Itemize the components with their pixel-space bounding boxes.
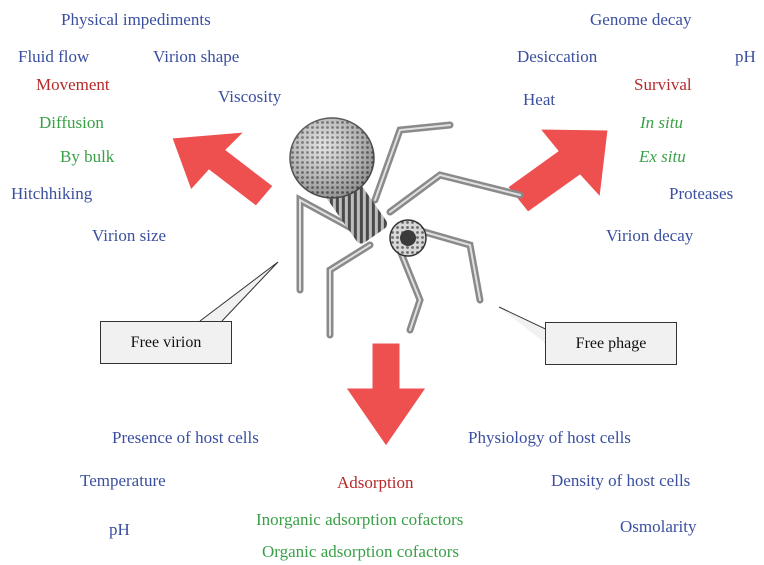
physical-impediments-label: Physical impediments [61, 11, 211, 28]
survival-arrow-shape [508, 129, 608, 212]
genome-decay-label: Genome decay [590, 11, 691, 28]
virion-size-label: Virion size [92, 227, 166, 244]
heat-label: Heat [523, 91, 555, 108]
bacteriophage-icon [290, 118, 520, 335]
adsorption-title: Adsorption [337, 474, 414, 491]
movement-arrow [172, 132, 273, 206]
density-of-host-cells-label: Density of host cells [551, 472, 690, 489]
adsorption-arrow [346, 343, 426, 446]
free-virion-label: Free virion [131, 334, 202, 352]
free-virion-callout: Free virion [100, 321, 232, 364]
free-phage-callout: Free phage [545, 322, 677, 365]
desiccation-label: Desiccation [517, 48, 597, 65]
movement-arrow-shape [172, 132, 273, 206]
movement-title: Movement [36, 76, 110, 93]
inorganic-cofactors-label: Inorganic adsorption cofactors [256, 511, 463, 528]
ex-situ-label: Ex situ [639, 148, 686, 165]
osmolarity-label: Osmolarity [620, 518, 697, 535]
survival-title: Survival [634, 76, 692, 93]
in-situ-label: In situ [640, 114, 683, 131]
survival-ph-label: pH [735, 48, 756, 65]
free-phage-label: Free phage [576, 335, 647, 353]
presence-of-host-cells-label: Presence of host cells [112, 429, 259, 446]
virion-shape-label: Virion shape [153, 48, 239, 65]
viscosity-label: Viscosity [218, 88, 281, 105]
virion-decay-label: Virion decay [606, 227, 693, 244]
proteases-label: Proteases [669, 185, 733, 202]
diffusion-label: Diffusion [39, 114, 104, 131]
by-bulk-label: By bulk [60, 148, 114, 165]
physiology-of-host-cells-label: Physiology of host cells [468, 429, 631, 446]
survival-arrow [508, 129, 608, 212]
free-virion-pointer [200, 262, 278, 321]
adsorption-arrow-shape [346, 343, 426, 446]
fluid-flow-label: Fluid flow [18, 48, 89, 65]
hitchhiking-label: Hitchhiking [11, 185, 92, 202]
temperature-label: Temperature [80, 472, 166, 489]
organic-cofactors-label: Organic adsorption cofactors [262, 543, 459, 560]
adsorption-ph-label: pH [109, 521, 130, 538]
